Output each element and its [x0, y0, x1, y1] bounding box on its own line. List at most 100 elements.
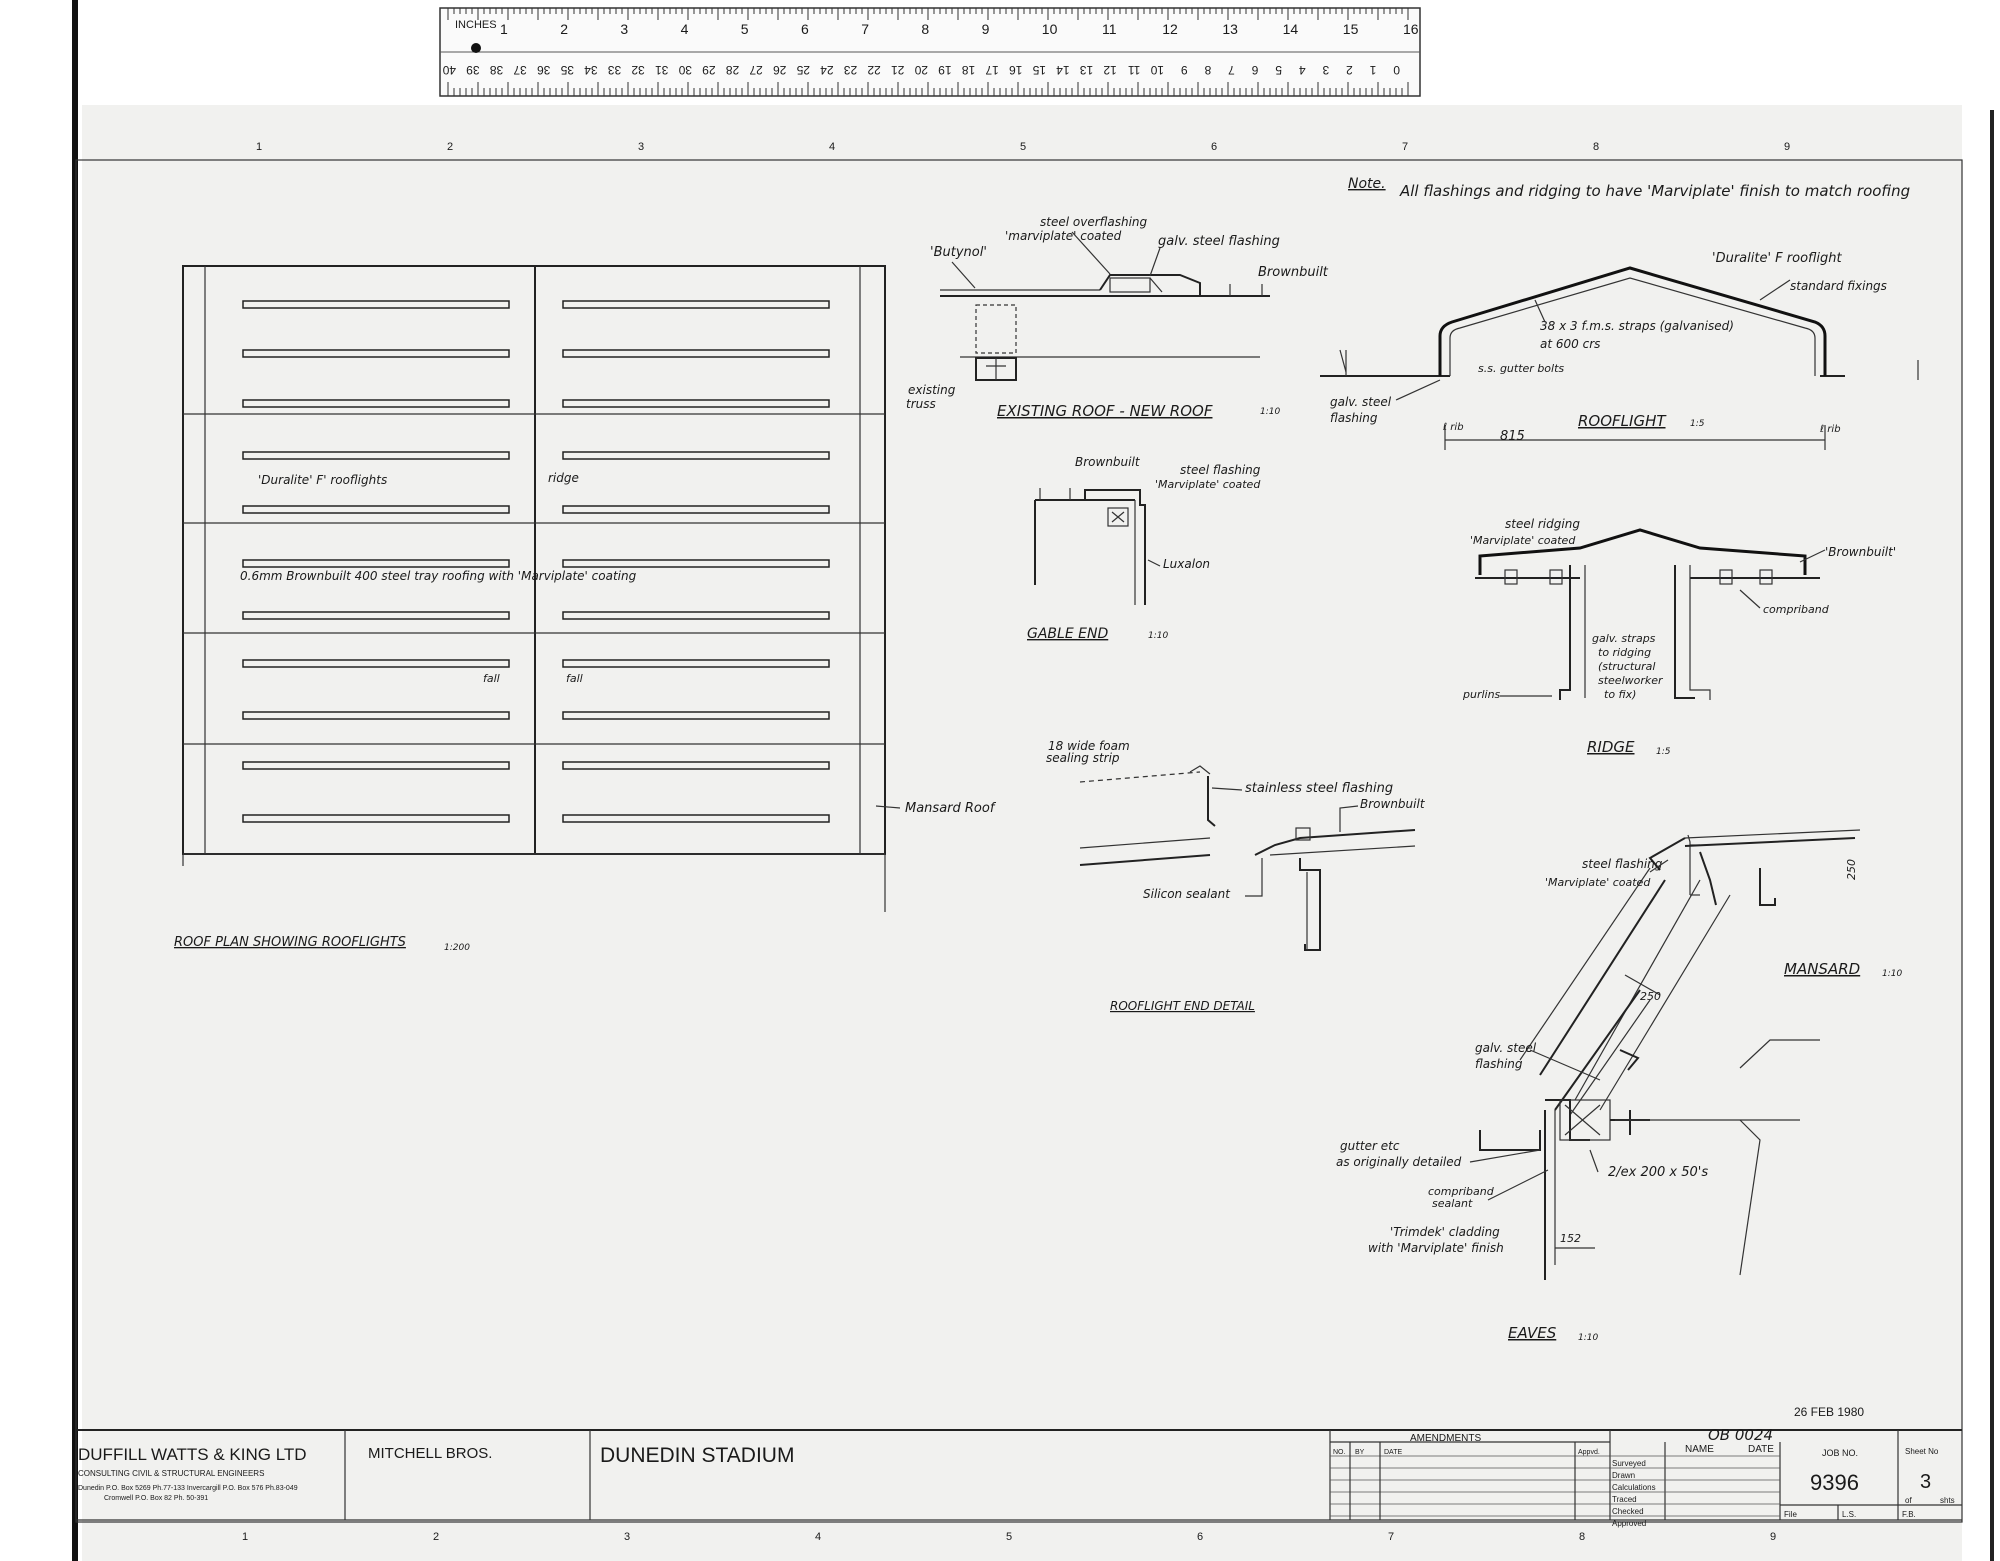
- role-traced: Traced: [1612, 1495, 1637, 1504]
- rooflight-bar: [242, 349, 510, 358]
- ruler-cm-label: 39: [466, 63, 480, 77]
- client-name: MITCHELL BROS.: [368, 1445, 492, 1462]
- eaves-dim-250b: 250: [1640, 990, 1661, 1003]
- existing-roof-new-roof-detail: 'Butynol' steel overflashing 'marviplate…: [906, 215, 1329, 420]
- rooflight-label-straps: 38 x 3 f.m.s. straps (galvanised): [1540, 319, 1734, 333]
- label-galv-flashing: galv. steel flashing: [1158, 234, 1280, 249]
- ruler-inch-label: 12: [1162, 21, 1178, 37]
- eaves-label-gutter: gutter etc: [1340, 1139, 1400, 1153]
- ridge-label-purlins: purlins: [1462, 688, 1501, 701]
- shts-label: shts: [1940, 1496, 1955, 1505]
- ridge-label-straps3: (structural: [1598, 660, 1655, 673]
- ruler-cm-label: 7: [1228, 63, 1235, 77]
- grid-ref-top: 8: [1593, 141, 1599, 153]
- rooflight-bar: [242, 659, 510, 668]
- job-no: 9396: [1810, 1470, 1859, 1495]
- end-label-foam: 18 wide foam: [1048, 739, 1130, 753]
- eaves-label-sealant: sealant: [1432, 1197, 1473, 1210]
- ruler-cm-label: 4: [1299, 63, 1306, 77]
- ruler-cm-label: 34: [584, 63, 598, 77]
- grid-ref-bottom: 9: [1770, 1531, 1776, 1543]
- mansard-detail: 250 steel flashing 'Marviplate' coated M…: [1519, 829, 1902, 1111]
- date-col: DATE: [1748, 1444, 1774, 1455]
- ruler-cm-label: 38: [490, 63, 504, 77]
- title-block: DUFFILL WATTS & KING LTD CONSULTING CIVI…: [78, 1430, 1962, 1528]
- eaves-label-trimdek: 'Trimdek' cladding: [1390, 1225, 1500, 1239]
- rooflight-label-galv: galv. steel: [1330, 395, 1392, 409]
- drawing-border: [75, 159, 1963, 1523]
- ls-label: L.S.: [1842, 1510, 1856, 1519]
- ruler-cm-label: 23: [844, 63, 858, 77]
- rooflight-bar: [242, 300, 510, 309]
- rooflight-bar: [562, 611, 830, 620]
- grid-ref-top: 4: [829, 141, 835, 153]
- ruler-inch-label: 7: [861, 21, 869, 37]
- date-stamp: 26 FEB 1980: [1794, 1405, 1864, 1419]
- ruler-cm-label: 28: [726, 63, 740, 77]
- rooflight-bar: [562, 451, 830, 460]
- firm-address-1: Dunedin P.O. Box 5269 Ph.77-133 Invercar…: [78, 1485, 298, 1492]
- gable-end-scale: 1:10: [1148, 631, 1168, 641]
- label-overflashing: steel overflashing: [1040, 215, 1148, 229]
- grid-ref-top: 5: [1020, 141, 1026, 153]
- label-brownbuilt-a: Brownbuilt: [1258, 265, 1329, 280]
- ruler-inch-label: 8: [921, 21, 929, 37]
- ruler-cm-label: 16: [1009, 63, 1023, 77]
- rooflight-bar: [242, 451, 510, 460]
- project-name: DUNEDIN STADIUM: [600, 1444, 794, 1467]
- rooflight-bar: [562, 659, 830, 668]
- ref-stamp: OB 0024: [1708, 1426, 1773, 1444]
- label-fall-left: fall: [483, 672, 500, 685]
- ruler-cm-label: 21: [891, 63, 905, 77]
- roof-plan-scale: 1:200: [444, 943, 470, 953]
- note-label: Note.: [1348, 176, 1386, 192]
- ruler-inch-label: 10: [1042, 21, 1058, 37]
- end-label-brownbuilt: Brownbuilt: [1360, 797, 1426, 811]
- amend-col-no: NO.: [1333, 1449, 1346, 1456]
- firm-sub: CONSULTING CIVIL & STRUCTURAL ENGINEERS: [78, 1469, 264, 1478]
- rooflight-label-straps-crs: at 600 crs: [1540, 337, 1600, 351]
- ruler-cm-label: 11: [1128, 63, 1141, 77]
- grid-ref-top: 3: [638, 141, 644, 153]
- label-existing: existing: [908, 383, 956, 397]
- ruler-cm-label: 30: [678, 63, 692, 77]
- roof-plan-title: ROOF PLAN SHOWING ROOFLIGHTS: [174, 935, 406, 950]
- ridge-title: RIDGE: [1587, 738, 1635, 756]
- end-label-stainless: stainless steel flashing: [1245, 781, 1393, 796]
- ridge-label-steel-ridging: steel ridging: [1505, 517, 1580, 531]
- rooflight-bar: [562, 814, 830, 823]
- grid-ref-bottom: 3: [624, 1531, 630, 1543]
- role-approved: Approved: [1612, 1519, 1646, 1528]
- end-label-silicon: Silicon sealant: [1143, 887, 1231, 901]
- role-checked: Checked: [1612, 1507, 1644, 1516]
- mansard-title: MANSARD: [1784, 960, 1860, 978]
- amend-col-by: BY: [1355, 1449, 1365, 1456]
- rooflight-bar: [562, 505, 830, 514]
- ruler-cm-label: 26: [773, 63, 787, 77]
- grid-ref-bottom: 8: [1579, 1531, 1585, 1543]
- existing-new-scale: 1:10: [1260, 407, 1280, 417]
- eaves-label-flashing: flashing: [1475, 1057, 1523, 1071]
- ruler-cm-label: 29: [702, 63, 716, 77]
- ruler-inch-label: 2: [560, 21, 568, 37]
- ruler-inch-label: 1: [500, 21, 508, 37]
- job-no-label: JOB NO.: [1822, 1448, 1858, 1458]
- mansard-dim-250a: 250: [1845, 859, 1858, 880]
- general-note: Note. All flashings and ridging to have …: [1348, 176, 1910, 200]
- grid-ref-top: 7: [1402, 141, 1408, 153]
- ruler-cm-label: 18: [962, 63, 976, 77]
- label-overflashing-coated: 'marviplate' coated: [1005, 229, 1122, 243]
- roof-plan: 'Duralite' F' rooflights ridge 0.6mm Bro…: [174, 265, 997, 953]
- rooflight-bar: [562, 349, 830, 358]
- label-fall-right: fall: [566, 672, 583, 685]
- gable-label-marviplate: 'Marviplate' coated: [1155, 478, 1261, 491]
- amend-col-date: DATE: [1384, 1449, 1402, 1456]
- ruler-cm-label: 17: [985, 63, 999, 77]
- rooflight-label-duralite: 'Duralite' F rooflight: [1712, 251, 1843, 266]
- ruler-cm-label: 33: [608, 63, 622, 77]
- rooflight-bar: [242, 814, 510, 823]
- ruler-cm-label: 3: [1322, 63, 1329, 77]
- gable-label-luxalon: Luxalon: [1163, 557, 1210, 571]
- eaves-title: EAVES: [1508, 1324, 1557, 1342]
- ruler-inch-label: 13: [1222, 21, 1238, 37]
